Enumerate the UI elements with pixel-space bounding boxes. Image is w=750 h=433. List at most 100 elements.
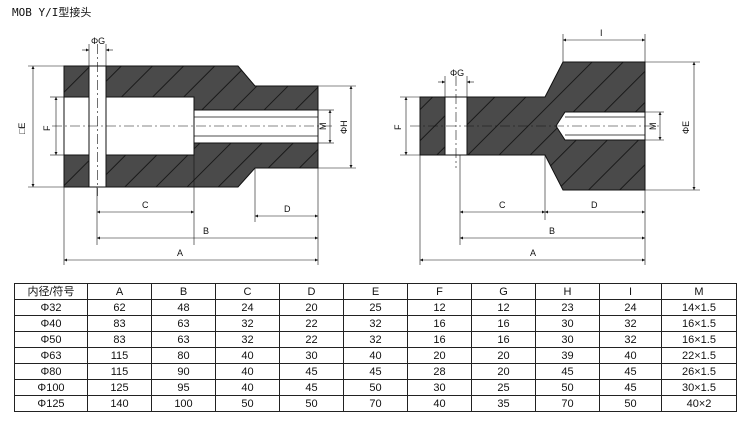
table-cell: 12 bbox=[407, 299, 472, 316]
table-cell: 25 bbox=[343, 299, 408, 316]
table-cell: 16×1.5 bbox=[661, 331, 737, 348]
table-cell: 63 bbox=[151, 315, 216, 332]
table-cell: 12 bbox=[471, 299, 536, 316]
right-label-phi-e: ΦE bbox=[681, 121, 691, 134]
table-cell: 30×1.5 bbox=[661, 379, 737, 396]
table-cell: 140 bbox=[87, 395, 152, 412]
table-row: Φ125 140 100 50 50 70 40 35 70 50 40×2 bbox=[14, 395, 737, 412]
table-cell: 80 bbox=[151, 347, 216, 364]
table-cell: 50 bbox=[279, 395, 344, 412]
table-row: Φ50 83 63 32 22 32 16 16 30 32 16×1.5 bbox=[14, 331, 737, 348]
left-label-m: M bbox=[318, 123, 328, 131]
left-label-b: B bbox=[203, 226, 209, 236]
table-cell: 83 bbox=[87, 315, 152, 332]
table-cell: 48 bbox=[151, 299, 216, 316]
right-label-i: I bbox=[600, 28, 603, 38]
table-cell: 40 bbox=[343, 347, 408, 364]
table-cell: 22 bbox=[279, 315, 344, 332]
table-cell: 24 bbox=[599, 299, 662, 316]
left-label-e: □E bbox=[17, 123, 27, 134]
right-label-b: B bbox=[549, 226, 555, 236]
table-cell: 23 bbox=[535, 299, 600, 316]
table-cell: Φ80 bbox=[14, 363, 88, 380]
table-cell: 95 bbox=[151, 379, 216, 396]
table-header-cell: I bbox=[599, 283, 662, 300]
left-label-c: C bbox=[142, 200, 149, 210]
table-header-cell: C bbox=[215, 283, 280, 300]
table-cell: 16 bbox=[471, 315, 536, 332]
right-label-c: C bbox=[499, 200, 506, 210]
table-cell: 14×1.5 bbox=[661, 299, 737, 316]
table-cell: 50 bbox=[343, 379, 408, 396]
table-cell: 20 bbox=[471, 363, 536, 380]
table-cell: 32 bbox=[215, 315, 280, 332]
table-cell: 40 bbox=[215, 379, 280, 396]
table-cell: 32 bbox=[343, 315, 408, 332]
table-cell: 115 bbox=[87, 363, 152, 380]
table-cell: 70 bbox=[535, 395, 600, 412]
technical-drawing: ΦG □E F M ΦH C D B bbox=[17, 28, 700, 265]
table-cell: 40×2 bbox=[661, 395, 737, 412]
table-cell: 32 bbox=[599, 331, 662, 348]
table-header-cell: M bbox=[661, 283, 737, 300]
table-cell: 40 bbox=[215, 347, 280, 364]
table-row: Φ40 83 63 32 22 32 16 16 30 32 16×1.5 bbox=[14, 315, 737, 332]
table-header-cell: D bbox=[279, 283, 344, 300]
table-cell: Φ32 bbox=[14, 299, 88, 316]
table-cell: 40 bbox=[599, 347, 662, 364]
left-label-a: A bbox=[177, 248, 183, 258]
right-label-a: A bbox=[530, 248, 536, 258]
table-cell: 83 bbox=[87, 331, 152, 348]
right-part-drawing: I ΦG F M ΦE C D B bbox=[393, 28, 700, 265]
table-cell: 32 bbox=[343, 331, 408, 348]
table-header-cell: G bbox=[471, 283, 536, 300]
table-cell: 40 bbox=[407, 395, 472, 412]
table-cell: 45 bbox=[279, 363, 344, 380]
table-cell: 30 bbox=[535, 315, 600, 332]
left-label-phi-g: ΦG bbox=[91, 36, 105, 46]
table-header-cell: A bbox=[87, 283, 152, 300]
right-label-m: M bbox=[648, 123, 658, 131]
table-cell: 90 bbox=[151, 363, 216, 380]
table-cell: 30 bbox=[279, 347, 344, 364]
table-cell: 24 bbox=[215, 299, 280, 316]
table-cell: Φ63 bbox=[14, 347, 88, 364]
right-label-phi-g: ΦG bbox=[450, 68, 464, 78]
table-cell: 35 bbox=[471, 395, 536, 412]
table-cell: 115 bbox=[87, 347, 152, 364]
table-cell: Φ100 bbox=[14, 379, 88, 396]
table-cell: Φ40 bbox=[14, 315, 88, 332]
table-cell: 70 bbox=[343, 395, 408, 412]
left-label-phi-h: ΦH bbox=[339, 120, 349, 134]
table-cell: 22 bbox=[279, 331, 344, 348]
table-header-cell: F bbox=[407, 283, 472, 300]
table-cell: 125 bbox=[87, 379, 152, 396]
table-cell: 39 bbox=[535, 347, 600, 364]
left-thread-hole bbox=[193, 109, 319, 144]
table-cell: 45 bbox=[279, 379, 344, 396]
table-cell: 26×1.5 bbox=[661, 363, 737, 380]
table-row: Φ100 125 95 40 45 50 30 25 50 45 30×1.5 bbox=[14, 379, 737, 396]
table-cell: 45 bbox=[343, 363, 408, 380]
table-cell: 20 bbox=[279, 299, 344, 316]
table-header-cell: 内径/符号 bbox=[14, 283, 88, 300]
table-cell: Φ125 bbox=[14, 395, 88, 412]
table-cell: 22×1.5 bbox=[661, 347, 737, 364]
table-cell: 40 bbox=[215, 363, 280, 380]
table-header-cell: H bbox=[535, 283, 600, 300]
left-label-d: D bbox=[284, 204, 291, 214]
table-row: Φ63 115 80 40 30 40 20 20 39 40 22×1.5 bbox=[14, 347, 737, 364]
table-cell: 20 bbox=[471, 347, 536, 364]
table-cell: 45 bbox=[599, 379, 662, 396]
table-cell: 32 bbox=[599, 315, 662, 332]
left-label-f: F bbox=[42, 125, 52, 131]
table-cell: 28 bbox=[407, 363, 472, 380]
right-label-d: D bbox=[591, 200, 598, 210]
table-header-cell: B bbox=[151, 283, 216, 300]
table-cell: 45 bbox=[599, 363, 662, 380]
table-row: Φ32 62 48 24 20 25 12 12 23 24 14×1.5 bbox=[14, 299, 737, 316]
table-row: Φ80 115 90 40 45 45 28 20 45 45 26×1.5 bbox=[14, 363, 737, 380]
table-cell: 100 bbox=[151, 395, 216, 412]
table-cell: 30 bbox=[407, 379, 472, 396]
right-label-f: F bbox=[393, 124, 403, 130]
